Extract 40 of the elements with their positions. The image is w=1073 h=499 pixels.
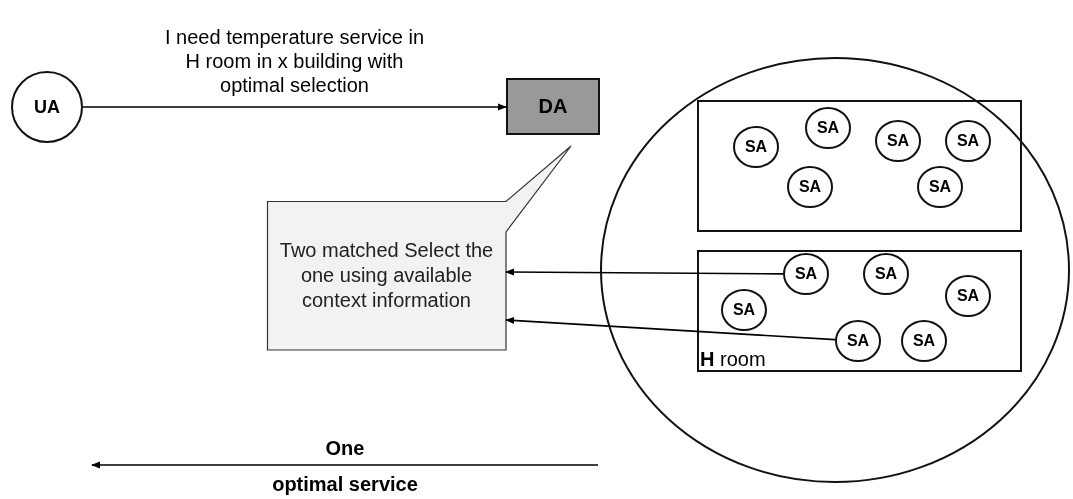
node-label: SA: [885, 131, 911, 151]
arrow: [82, 103, 507, 111]
agent-circle: [11, 71, 83, 143]
node-label: SA: [873, 264, 899, 284]
node-label: SA: [955, 131, 981, 151]
service-circle: [863, 253, 909, 295]
service-circle: [721, 289, 767, 331]
agent-box: [506, 78, 600, 135]
node-label: SA: [815, 118, 841, 138]
service-circle: [805, 107, 851, 149]
arrow: [505, 316, 836, 341]
service-circle: [733, 126, 779, 168]
service-circle: [783, 253, 829, 295]
node-label: H room: [700, 347, 766, 372]
edge-label: I need temperature service in H room in x building with optimal selection: [164, 25, 425, 97]
room-box: [697, 250, 1022, 372]
service-circle: [945, 120, 991, 162]
node-label: SA: [731, 300, 757, 320]
node-label: Two matched Select the one using available context information: [278, 238, 495, 313]
node-label: SA: [845, 331, 871, 351]
arrow-label: One: [324, 436, 366, 460]
service-circle: [901, 320, 947, 362]
node-label: DA: [537, 94, 569, 119]
service-circle: [787, 166, 833, 208]
node-label: UA: [33, 95, 61, 119]
service-circle: [945, 275, 991, 317]
node-label: SA: [743, 137, 769, 157]
node-label: SA: [927, 177, 953, 197]
arrow: [505, 268, 784, 276]
service-circle: [835, 320, 881, 362]
node-label: SA: [797, 177, 823, 197]
service-circle: [917, 166, 963, 208]
room-box: [697, 100, 1022, 232]
service-circle: [875, 120, 921, 162]
arrow-label: optimal service: [271, 472, 419, 496]
building-circle: [600, 57, 1070, 483]
node-label: SA: [793, 264, 819, 284]
node-label: SA: [955, 286, 981, 306]
callout-bubble: [267, 146, 571, 350]
node-label: SA: [911, 331, 937, 351]
